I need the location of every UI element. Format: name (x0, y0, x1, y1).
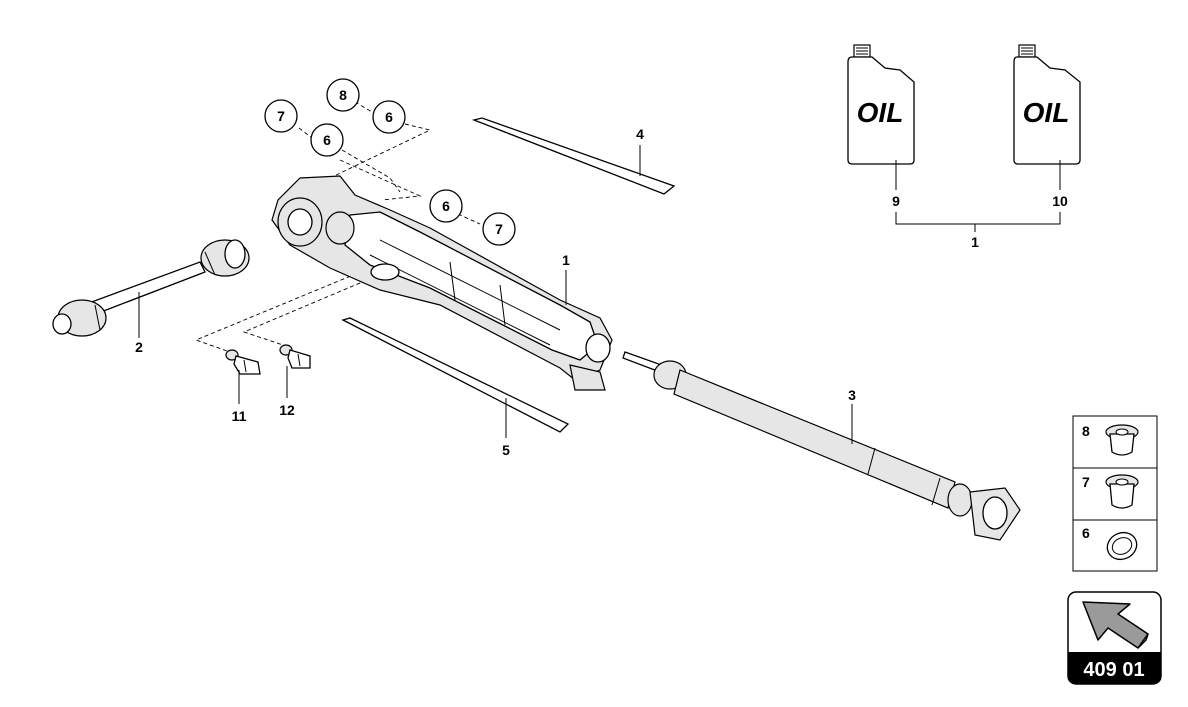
callout-leaders (138, 145, 853, 444)
svg-text:6: 6 (385, 109, 393, 125)
drive-shaft (52, 239, 250, 337)
reference-badge: 409 01 (1067, 591, 1162, 685)
svg-text:8: 8 (339, 87, 347, 103)
svg-text:6: 6 (442, 198, 450, 214)
strip-lower (341, 317, 570, 433)
oil-label-right: OIL (1023, 97, 1070, 128)
oil-bottle-right: OIL (1013, 44, 1081, 165)
circle-callout-7-mid: 7 (482, 212, 516, 246)
callout-9: 9 (892, 193, 900, 209)
oil-label-left: OIL (857, 97, 904, 128)
circle-callout-6-right: 6 (372, 100, 406, 134)
callout-4: 4 (636, 126, 644, 142)
legend-number-8: 8 (1082, 423, 1090, 439)
svg-text:7: 7 (495, 221, 503, 237)
strip-upper (471, 117, 676, 195)
circle-callout-6-mid: 6 (429, 189, 463, 223)
sensor-right (279, 344, 311, 369)
propeller-shaft (622, 351, 1021, 541)
plug-icon (1105, 474, 1139, 509)
callout-1: 1 (562, 252, 570, 268)
legend-box: 8 7 6 (1072, 415, 1158, 572)
seal-ring-icon (1106, 531, 1138, 561)
dashed-leaders (194, 101, 481, 353)
oil-bottle-left: OIL (847, 44, 915, 165)
plug-with-collar-icon (1105, 424, 1139, 456)
svg-text:7: 7 (277, 108, 285, 124)
reference-code: 409 01 (1083, 659, 1144, 681)
circle-callout-8: 8 (326, 78, 360, 112)
callout-11: 11 (232, 408, 247, 424)
callout-10: 10 (1052, 193, 1068, 209)
svg-text:6: 6 (323, 132, 331, 148)
callout-12: 12 (279, 402, 295, 418)
sensor-left (225, 349, 261, 375)
callout-3: 3 (848, 387, 856, 403)
callout-oil-group: 1 (971, 234, 979, 250)
rear-axle-assembly (271, 175, 613, 391)
circle-callout-6-top: 6 (310, 123, 344, 157)
callout-5: 5 (502, 442, 510, 458)
callout-2: 2 (135, 339, 143, 355)
oil-leader (895, 160, 1061, 232)
circle-callout-7-top: 7 (264, 99, 298, 133)
arrow-icon (1082, 601, 1149, 649)
legend-number-6: 6 (1082, 525, 1090, 541)
legend-number-7: 7 (1082, 474, 1090, 490)
